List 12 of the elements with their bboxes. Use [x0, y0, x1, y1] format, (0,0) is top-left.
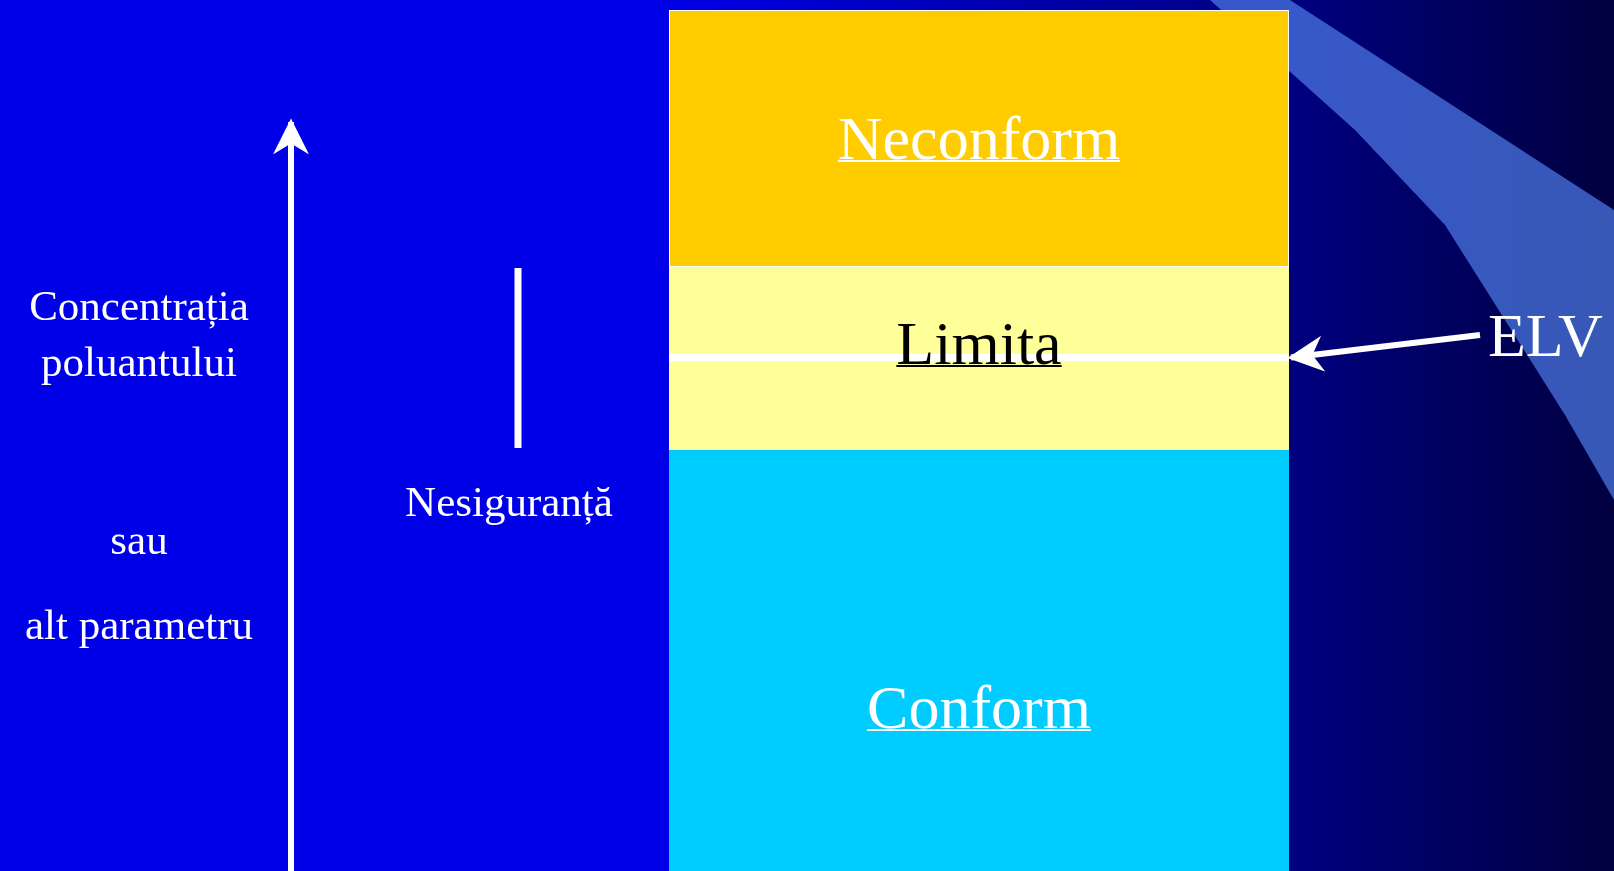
uncertainty-label: Nesiguranță [404, 477, 614, 527]
limit-band [669, 267, 1289, 450]
arrow [1287, 332, 1481, 372]
axis-label: sau [109, 515, 169, 565]
band-label: Conform [867, 672, 1091, 743]
axis-label: alt parametru [24, 600, 254, 650]
compliant-band [669, 450, 1289, 871]
band-label: Neconform [837, 103, 1121, 174]
non-compliant-band [669, 10, 1289, 267]
band-label: Limita [896, 308, 1062, 379]
axis-label: Concentrația poluantului [28, 281, 250, 387]
label-text: ELV [1488, 299, 1603, 371]
